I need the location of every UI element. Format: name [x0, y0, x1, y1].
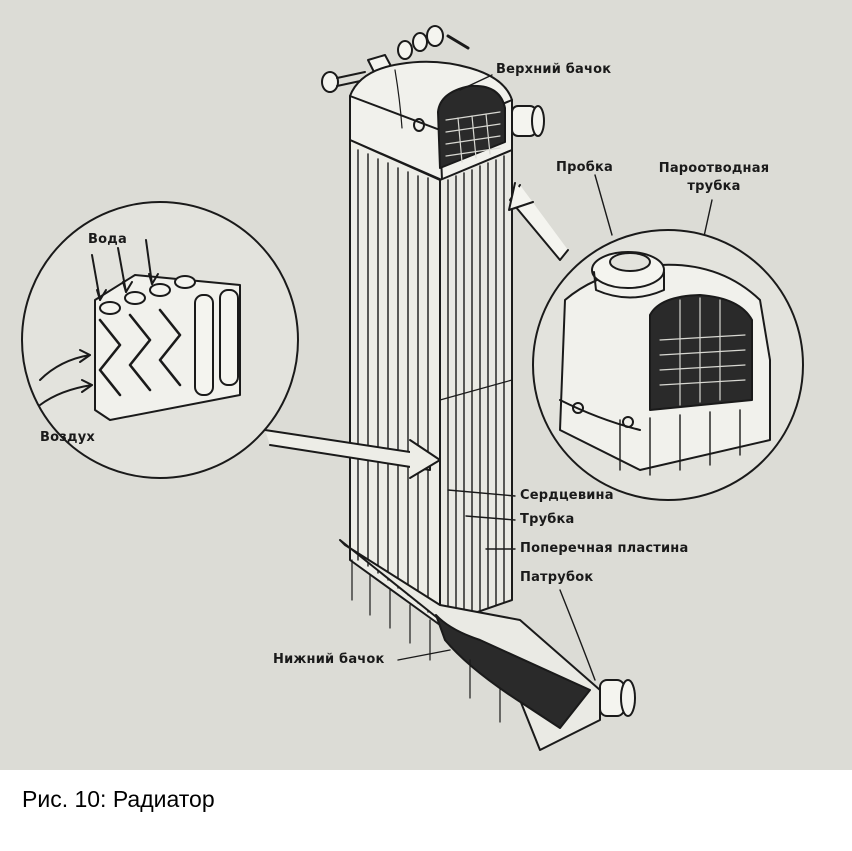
label-core: Сердцевина: [520, 488, 614, 503]
water-arrows: [91, 239, 159, 301]
top-tank: [349, 60, 545, 181]
label-top-tank: Верхний бачок: [496, 62, 612, 77]
left-detail-circle: [21, 201, 299, 479]
tube-fin-detail: [94, 274, 241, 421]
label-outlet-pipe: Патрубок: [520, 570, 594, 585]
label-cross-plate: Поперечная пластина: [520, 541, 689, 556]
radiator-illustration: [21, 25, 804, 751]
label-vent-pipe: Пароотводная трубка: [658, 161, 770, 194]
label-tube: Трубка: [520, 512, 575, 527]
figure-caption: Рис. 10: Радиатор: [22, 786, 215, 812]
top-fittings: [321, 25, 470, 93]
bottom-tank: [339, 539, 636, 751]
label-water: Вода: [88, 232, 127, 247]
air-arrows: [39, 349, 93, 406]
radiator-core: [349, 139, 513, 626]
label-bottom-tank: Нижний бачок: [273, 652, 385, 667]
label-cap: Пробка: [556, 160, 613, 175]
right-detail-circle: [532, 229, 804, 501]
radiator-diagram: Верхний бачок Пробка Пароотводная трубка…: [0, 0, 852, 770]
label-air: Воздух: [40, 430, 95, 445]
